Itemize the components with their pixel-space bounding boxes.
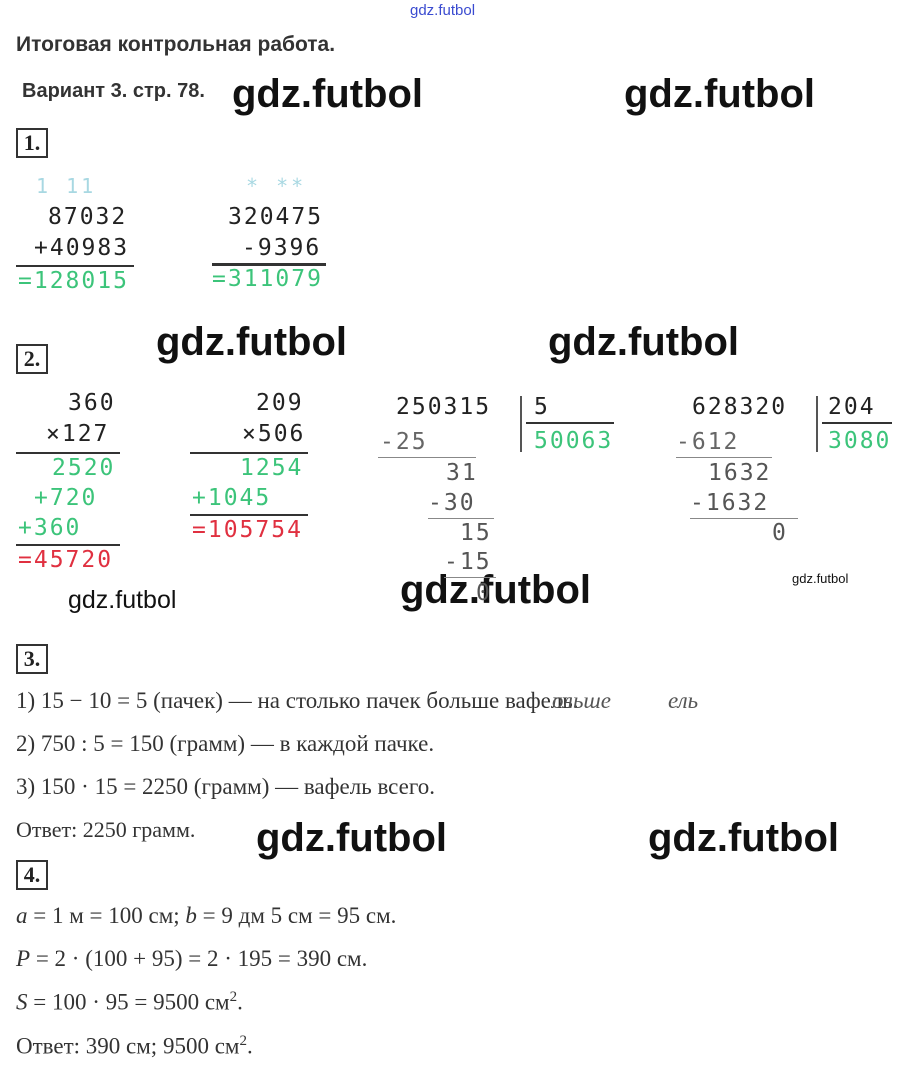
watermark: gdz.futbol <box>792 571 849 586</box>
product-result: =105754 <box>192 517 303 543</box>
step-line <box>676 457 772 458</box>
handwritten-overlay: ель <box>668 688 699 713</box>
task-number: 1. <box>16 128 48 158</box>
borrow-marks: * ** <box>246 174 307 198</box>
variant-label: Вариант 3. стр. 78. <box>22 80 205 102</box>
partial-product-1: 2520 <box>52 455 116 481</box>
subtrahend-step: -30 <box>428 490 476 516</box>
step-line <box>378 457 476 458</box>
subtrahend-step: -15 <box>444 549 492 575</box>
exponent: 2 <box>239 1033 247 1049</box>
factor-2: ×127 <box>46 421 110 447</box>
page-title: Итоговая контрольная работа. <box>16 33 336 56</box>
given-values: a = 1 м = 100 см; b = 9 дм 5 см = 95 см. <box>16 903 396 929</box>
product-line <box>16 452 120 454</box>
divisor-line <box>526 422 614 424</box>
step-line <box>444 577 496 578</box>
remainder-step: 1632 <box>708 460 772 486</box>
factor-2: ×506 <box>242 421 306 447</box>
watermark: gdz.futbol <box>400 568 592 612</box>
partial-product-2: +720 <box>34 485 98 511</box>
difference-line <box>212 263 326 266</box>
answer: Ответ: 2250 грамм. <box>16 817 196 842</box>
var-a: a <box>16 903 28 928</box>
division-bracket <box>816 396 818 452</box>
solution-step-2: 2) 750 : 5 = 150 (грамм) — в каждой пачк… <box>16 731 435 756</box>
perimeter-calc: = 2 · (100 + 95) = 2 · 195 = 390 см. <box>30 946 368 971</box>
task-number: 4. <box>16 860 48 890</box>
step-line <box>690 518 798 519</box>
subtrahend-step: -612 <box>676 429 740 455</box>
area-formula: S = 100 · 95 = 9500 см2. <box>16 989 243 1016</box>
product-line <box>190 452 308 454</box>
carry-digits: 1 11 <box>36 174 97 198</box>
var-s: S <box>16 989 28 1015</box>
perimeter-formula: P = 2 · (100 + 95) = 2 · 195 = 390 см. <box>16 946 367 972</box>
sum-result: =128015 <box>18 268 129 294</box>
area-calc: = 100 · 95 = 9500 см <box>27 989 230 1015</box>
value-b: = 9 дм 5 см = 95 см. <box>196 903 397 928</box>
watermark: gdz.futbol <box>548 320 740 364</box>
addend-2: +40983 <box>34 235 130 261</box>
divisor: 5 <box>534 394 550 420</box>
exponent: 2 <box>229 989 238 1005</box>
remainder-step: 0 <box>476 580 492 606</box>
remainder-step: 0 <box>772 520 788 546</box>
period: . <box>246 1033 253 1059</box>
task-number: 3. <box>16 644 48 674</box>
remainder-step: 15 <box>460 520 492 546</box>
divisor: 204 <box>828 394 876 420</box>
remainder-step: 31 <box>446 460 478 486</box>
watermark-top: gdz.futbol <box>410 2 476 19</box>
dividend: 628320 <box>692 394 788 420</box>
factor-1: 360 <box>68 390 116 416</box>
partial-product-2: +1045 <box>192 485 272 511</box>
product-sum-line <box>190 514 308 516</box>
factor-1: 209 <box>256 390 304 416</box>
watermark: gdz.futbol <box>624 72 816 116</box>
subtrahend-step: -1632 <box>690 490 770 516</box>
division-bracket <box>520 396 522 452</box>
subtrahend-step: -25 <box>380 429 428 455</box>
partial-product-3: +360 <box>18 515 82 541</box>
product-result: =45720 <box>18 547 114 573</box>
addend-1: 87032 <box>48 204 128 230</box>
watermark: gdz.futbol <box>232 72 424 116</box>
var-p: P <box>16 946 31 971</box>
dividend: 250315 <box>396 394 492 420</box>
watermark: gdz.futbol <box>256 816 448 860</box>
watermark: gdz.futbol <box>156 320 348 364</box>
value-a: = 1 м = 100 см; <box>27 903 186 928</box>
handwritten-overlay: ольше <box>552 688 611 713</box>
step-line <box>428 518 494 519</box>
sum-line <box>16 265 134 267</box>
period: . <box>237 989 243 1015</box>
watermark: gdz.futbol <box>648 816 840 860</box>
quotient: 3080 <box>828 428 892 454</box>
partial-product-1: 1254 <box>240 455 304 481</box>
watermark: gdz.futbol <box>68 586 177 614</box>
task-number: 2. <box>16 344 48 374</box>
answer: Ответ: 390 см; 9500 см2. <box>16 1033 253 1060</box>
minuend: 320475 <box>228 204 324 230</box>
product-sum-line <box>16 544 120 546</box>
divisor-line <box>822 422 892 424</box>
quotient: 50063 <box>534 428 614 454</box>
solution-step-3: 3) 150 · 15 = 2250 (грамм) — вафель всег… <box>16 774 435 799</box>
difference-result: =311079 <box>212 266 323 292</box>
var-b: b <box>185 903 197 928</box>
answer-text: Ответ: 390 см; 9500 см <box>16 1033 240 1059</box>
subtrahend: -9396 <box>242 235 322 261</box>
solution-step-1: 1) 15 − 10 = 5 (пачек) — на столько паче… <box>16 688 579 713</box>
